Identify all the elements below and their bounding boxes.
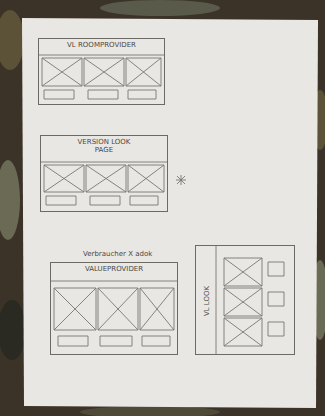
button-placeholders <box>58 336 170 346</box>
image-placeholders <box>44 165 164 192</box>
page-title: VERSION LOOK PAGE <box>72 136 136 154</box>
button-placeholders <box>46 196 158 205</box>
pencil-mark <box>176 175 186 185</box>
wireframe-frame: VL ROOMPROVIDER <box>38 38 165 105</box>
wireframe-frame: Verbraucher X adokVALUEPROVIDER <box>50 262 178 355</box>
frame-caption: Verbraucher X adok <box>83 250 152 258</box>
wireframe-frame: VERSION LOOK PAGE <box>40 135 168 212</box>
wireframe-sketch <box>38 55 284 355</box>
page-title: VALUEPROVIDER <box>51 263 177 273</box>
image-placeholders <box>224 258 262 346</box>
header-line <box>38 55 165 56</box>
wireframe-frame: VL LOOK <box>195 245 295 355</box>
page-title: VL LOOK <box>203 286 211 316</box>
image-placeholders <box>54 288 174 330</box>
paper-sheet <box>22 18 318 408</box>
page-title: VL ROOMPROVIDER <box>39 39 164 49</box>
header-line <box>40 162 168 163</box>
image-placeholders <box>42 58 161 86</box>
header-line <box>216 245 217 355</box>
button-placeholders <box>268 262 284 336</box>
header-line <box>50 281 178 282</box>
button-placeholders <box>44 90 156 99</box>
